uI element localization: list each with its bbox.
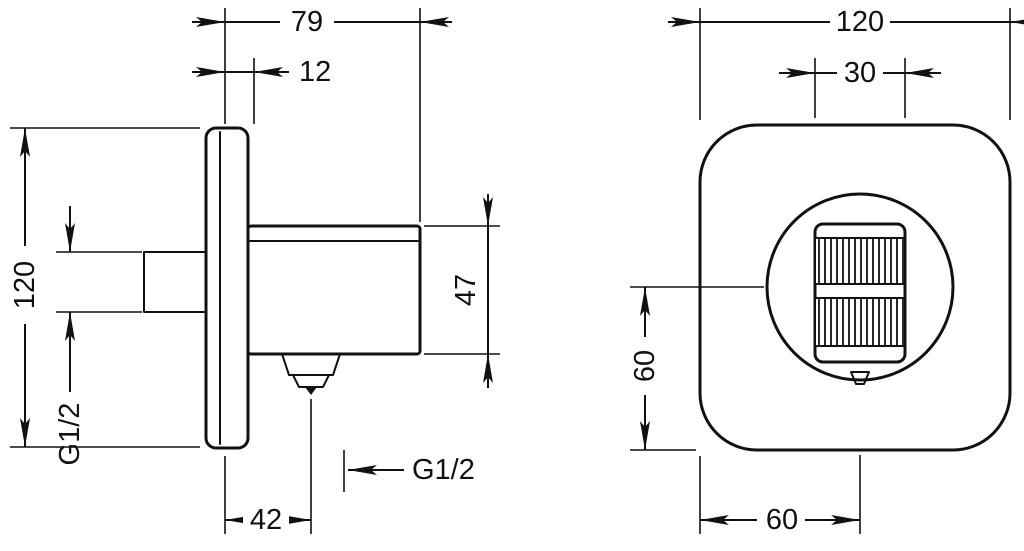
- holder-front: [813, 222, 907, 364]
- escutcheon-circle: [765, 192, 955, 382]
- dim-outlet-offset-label: 42: [250, 504, 282, 536]
- wall-plate-side: [204, 126, 250, 450]
- dim-plate-width-label: 120: [836, 6, 884, 38]
- outlet-nut: [281, 353, 341, 376]
- outlet-cone: [292, 374, 330, 388]
- dim-inlet-thread-label: G1/2: [54, 403, 86, 466]
- holder-knurl-upper: [816, 238, 904, 284]
- dim-plate-thickness-label: 12: [299, 56, 331, 88]
- dim-center-to-bottom-label: 60: [629, 350, 661, 382]
- dim-edge-to-center-label: 60: [766, 504, 798, 536]
- dim-plate-height-label: 120: [9, 261, 41, 309]
- dim-holder-height-label: 47: [450, 274, 482, 306]
- outlet-front-tick: [850, 371, 870, 385]
- holder-body-side: [246, 224, 422, 356]
- dim-outlet-thread-label: G1/2: [412, 454, 475, 486]
- inlet-pipe-stub: [143, 251, 207, 313]
- holder-knurl-lower: [816, 298, 904, 346]
- dim-depth-label: 79: [291, 6, 323, 38]
- outlet-tip: [305, 387, 317, 395]
- dimension-labels: 79 12 120 G1/2 47 42 G1/2 120 30 60 60: [8, 6, 890, 536]
- dim-holder-width-label: 30: [844, 57, 876, 89]
- side-view: [143, 126, 422, 450]
